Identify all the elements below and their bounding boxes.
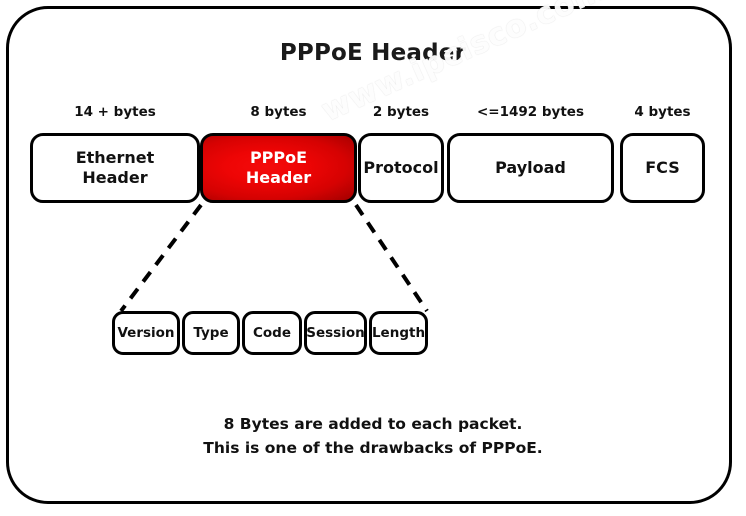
pppoe-subfield-session[interactable]: Session <box>304 311 367 355</box>
packet-field-label-fcs: FCS <box>645 158 680 177</box>
page-title: PPPoE Header <box>279 40 467 66</box>
pppoe-subfield-label-code: Code <box>252 325 291 341</box>
packet-field-label-ethernet-header: Ethernet Header <box>75 148 155 187</box>
pppoe-subfield-code[interactable]: Code <box>242 311 302 355</box>
pppoe-subfield-label-version: Version <box>117 325 175 341</box>
size-label-fcs: 4 bytes <box>634 104 691 120</box>
pppoe-subfield-type[interactable]: Type <box>182 311 240 355</box>
packet-field-ethernet-header[interactable]: Ethernet Header <box>30 133 200 203</box>
caption-block: 8 Bytes are added to each packet. This i… <box>0 412 746 460</box>
packet-field-label-pppoe-header: PPPoE Header <box>245 148 312 187</box>
packet-field-payload[interactable]: Payload <box>447 133 614 203</box>
pppoe-subfield-version[interactable]: Version <box>112 311 180 355</box>
size-label-ethernet-header: 14 + bytes <box>74 104 156 120</box>
caption-line-2: This is one of the drawbacks of PPPoE. <box>203 439 543 458</box>
packet-field-fcs[interactable]: FCS <box>620 133 705 203</box>
size-label-pppoe-header: 8 bytes <box>250 104 307 120</box>
size-label-payload: <=1492 bytes <box>476 104 584 120</box>
pppoe-subfield-label-type: Type <box>193 325 229 341</box>
packet-field-label-payload: Payload <box>495 158 566 177</box>
caption-line-1: 8 Bytes are added to each packet. <box>223 415 523 433</box>
pppoe-subfield-label-length: Length <box>371 325 426 341</box>
pppoe-subfield-label-session: Session <box>306 325 365 341</box>
packet-field-pppoe-header[interactable]: PPPoE Header <box>200 133 357 203</box>
size-label-protocol: 2 bytes <box>372 104 430 120</box>
pppoe-subfield-length[interactable]: Length <box>369 311 428 355</box>
packet-field-label-protocol: Protocol <box>363 158 439 177</box>
packet-field-protocol[interactable]: Protocol <box>358 133 444 203</box>
